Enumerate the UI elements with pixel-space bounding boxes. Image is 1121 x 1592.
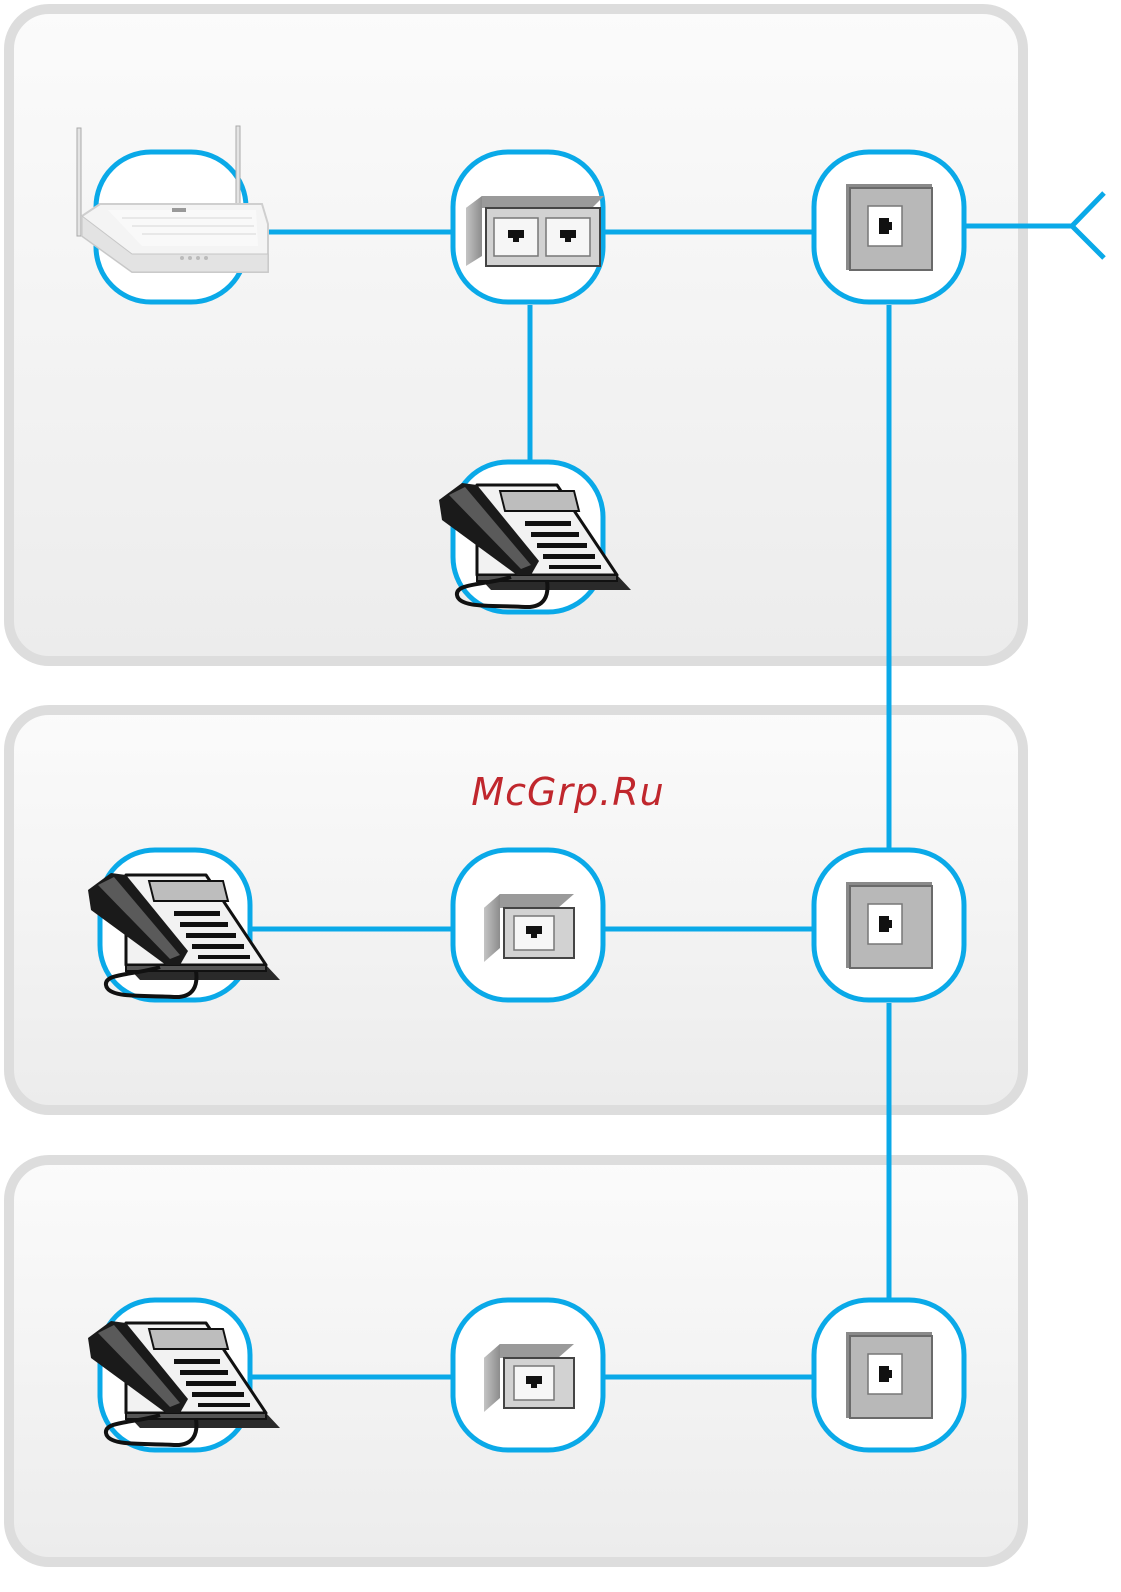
- phone-wall-socket-icon: [846, 882, 932, 968]
- watermark: McGrp.Ru: [438, 770, 698, 814]
- phone-wall-socket-icon: [846, 184, 932, 270]
- splitter-dual-port-icon: [466, 196, 604, 266]
- external-line-fork-icon: [1072, 193, 1104, 258]
- phone-wall-socket-icon: [846, 1332, 932, 1418]
